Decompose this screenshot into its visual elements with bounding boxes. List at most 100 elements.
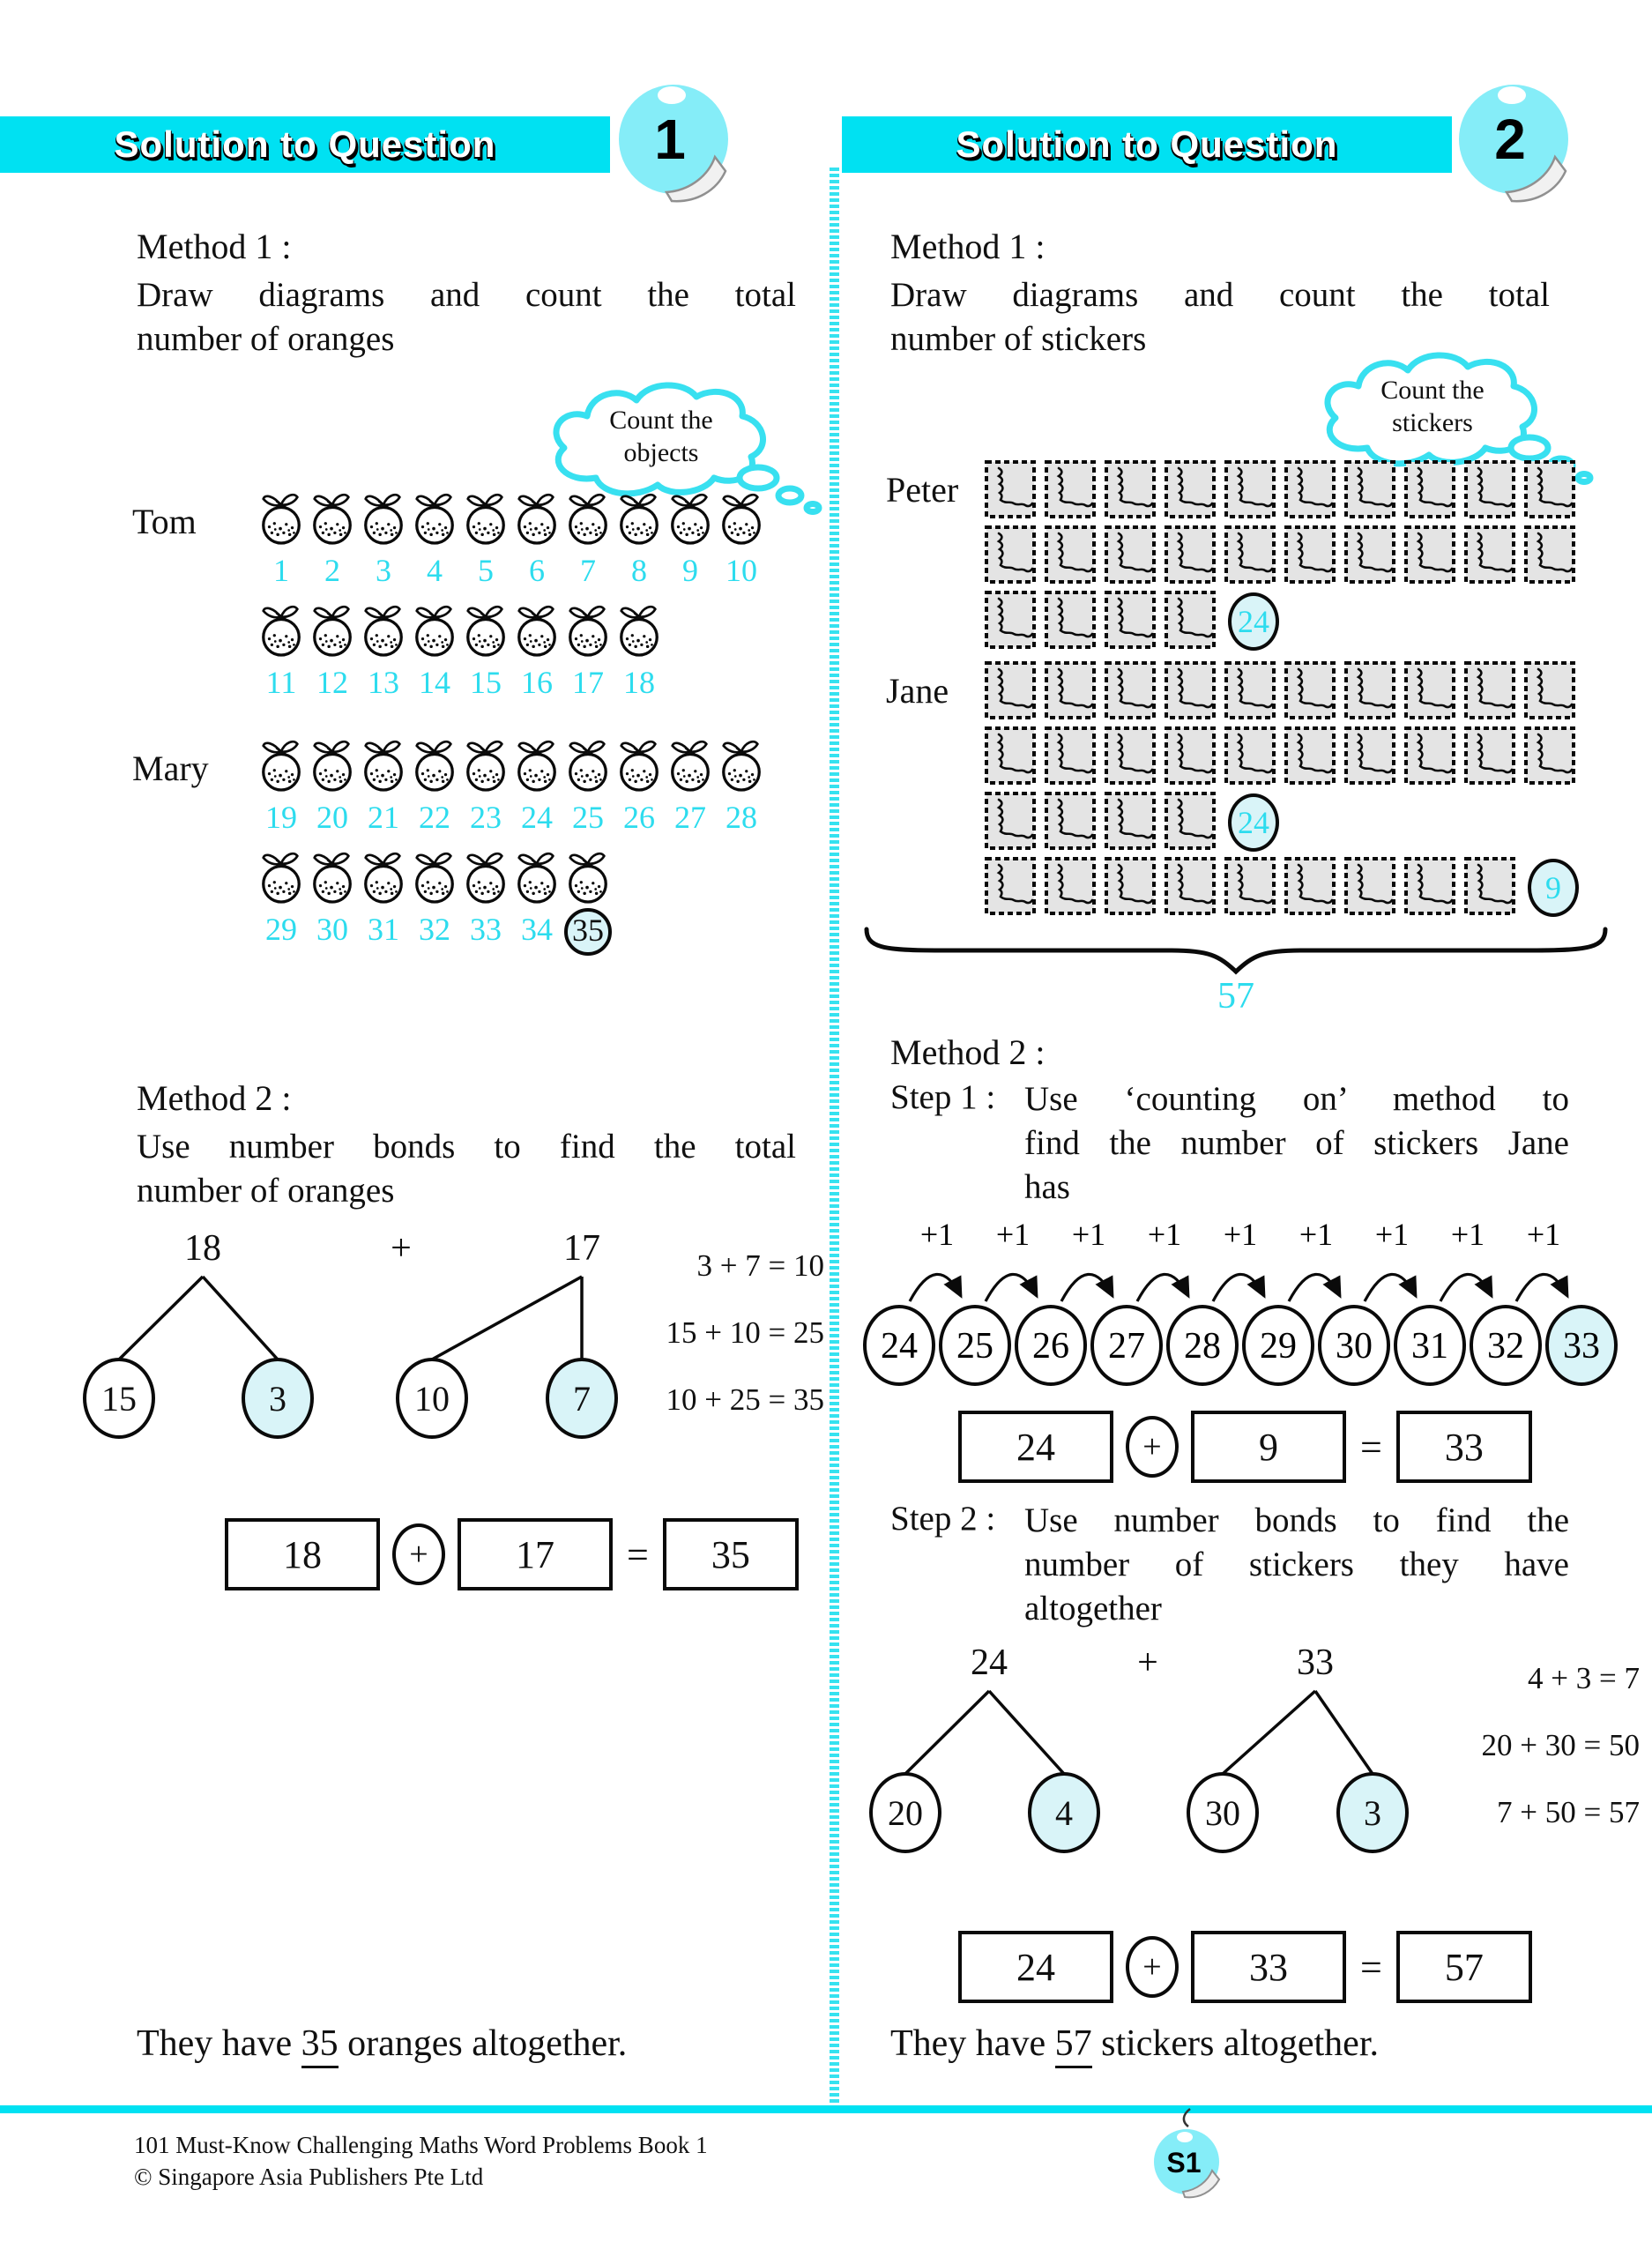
count-label: 15 <box>470 665 502 700</box>
count-label: 10 <box>726 553 757 588</box>
plus-one-label: +1 <box>1527 1217 1560 1252</box>
orange-icon <box>620 605 659 657</box>
sticker-icon <box>1045 591 1096 649</box>
sticker-cell <box>1103 589 1163 655</box>
orange-icon <box>517 852 556 904</box>
bond-lines <box>904 1689 1374 1776</box>
sticker-icon <box>985 591 1036 649</box>
count-label: 26 <box>623 800 655 835</box>
orange-icon <box>313 493 352 545</box>
sticker-cell <box>1163 790 1223 856</box>
sticker-icon <box>1165 857 1216 915</box>
sticker-icon <box>1464 525 1515 584</box>
circled-count-label: 35 <box>564 908 612 956</box>
sticker-icon <box>1105 460 1156 518</box>
orange-icon-holder <box>309 737 356 798</box>
orange-cell: 28 <box>716 737 767 837</box>
sticker-cell <box>1043 458 1103 525</box>
orange-icon <box>364 605 403 657</box>
method1-description: Draw diagrams and count the total number… <box>890 273 1550 361</box>
sticker-cell <box>1403 659 1462 726</box>
step-label: Step 1 : <box>890 1078 996 1116</box>
mary-oranges-figure: Mary 19 20 21 22 23 <box>132 737 767 968</box>
result-box: 33 <box>1395 1411 1532 1483</box>
sticker-cell <box>1163 524 1223 590</box>
count-label: 28 <box>726 800 757 835</box>
equation: 4 + 3 = 7 <box>1528 1661 1640 1695</box>
sticker-row: 9 <box>983 855 1582 920</box>
orange-icon <box>722 740 761 792</box>
text-line: Count the <box>609 406 713 435</box>
orange-row: 29 30 31 32 33 34 <box>256 849 767 956</box>
counting-value: 29 <box>1260 1326 1297 1367</box>
counting-value: 24 <box>881 1326 918 1367</box>
addend-box: 24 <box>958 1931 1113 2003</box>
count-label: 19 <box>265 800 297 835</box>
bond-lines <box>117 1275 584 1361</box>
orange-cell: 14 <box>409 602 460 702</box>
method2-description: Use number bonds to find the total numbe… <box>137 1125 796 1213</box>
subtotal-badge: 9 <box>1528 859 1579 917</box>
sticker-icon <box>1464 726 1515 785</box>
equation: 20 + 30 = 50 <box>1481 1728 1640 1762</box>
sticker-cell <box>983 458 1043 525</box>
answer-sentence: They have 57 stickers altogether. <box>890 2022 1379 2068</box>
sticker-icon <box>1404 525 1455 584</box>
equation: 7 + 50 = 57 <box>1497 1795 1640 1829</box>
sticker-cell <box>1283 458 1343 525</box>
sticker-icon <box>1045 792 1096 850</box>
orange-cell: 31 <box>358 849 409 956</box>
orange-icon-holder <box>718 490 765 551</box>
sticker-cell <box>1403 855 1462 921</box>
orange-icon-holder <box>564 490 612 551</box>
answer-text: stickers altogether. <box>1091 2023 1379 2064</box>
result-box: 35 <box>662 1518 799 1590</box>
sticker-cell <box>1103 659 1163 726</box>
orange-cell: 13 <box>358 602 409 702</box>
orange-cell: 6 <box>511 490 562 590</box>
bond-part-circle: 10 <box>396 1358 468 1439</box>
sticker-cell <box>1462 458 1522 525</box>
count-label: 1 <box>273 553 289 588</box>
plus-one-label: +1 <box>1375 1217 1409 1252</box>
orange-icon <box>466 605 505 657</box>
count-label: 23 <box>470 800 502 835</box>
answer-sentence: They have 35 oranges altogether. <box>137 2022 627 2068</box>
orange-icon-holder <box>411 737 458 798</box>
question-number-sticker: 1 <box>619 85 728 203</box>
equation-boxes: 24 + 9 = 33 <box>958 1411 1532 1483</box>
orange-cell: 21 <box>358 737 409 837</box>
sticker-icon <box>1045 726 1096 785</box>
orange-icon <box>364 852 403 904</box>
sticker-icon <box>1524 661 1575 719</box>
orange-rows: 1 2 3 4 5 6 7 <box>256 490 767 714</box>
sticker-rows: 24 <box>983 458 1582 654</box>
orange-cell: 11 <box>256 602 307 702</box>
method2-heading: Method 2 : <box>890 1032 1046 1072</box>
counting-value: 31 <box>1411 1326 1448 1367</box>
text-line: Count the <box>1380 376 1485 405</box>
method1-heading: Method 1 : <box>137 227 292 266</box>
sticker-cell <box>1343 855 1403 921</box>
sticker-icon <box>985 857 1036 915</box>
answer-text: They have <box>890 2023 1055 2064</box>
cloud-caption: Count the objects <box>566 404 756 469</box>
count-label: 3 <box>376 553 391 588</box>
orange-icon-holder <box>615 737 663 798</box>
sticker-icon <box>1344 661 1395 719</box>
sticker-cell <box>1462 659 1522 726</box>
sticker-icon <box>1105 857 1156 915</box>
plus-one-label: +1 <box>920 1217 954 1252</box>
orange-icon-holder <box>513 737 561 798</box>
sticker-icon <box>1524 726 1575 785</box>
sticker-icon <box>985 661 1036 719</box>
sticker-peel <box>664 154 727 203</box>
bond-part-circle: 3 <box>1336 1772 1409 1853</box>
tom-oranges-figure: Tom 1 2 3 4 5 <box>132 490 767 714</box>
thought-cloud: Count the objects <box>527 372 834 521</box>
counting-value: 30 <box>1336 1326 1373 1367</box>
bond-operator: + <box>1137 1642 1158 1683</box>
orange-rows: 19 20 21 22 23 24 <box>256 737 767 968</box>
solution-column-1: Solution to Question 1 Method 1 : Draw d… <box>0 85 824 2068</box>
